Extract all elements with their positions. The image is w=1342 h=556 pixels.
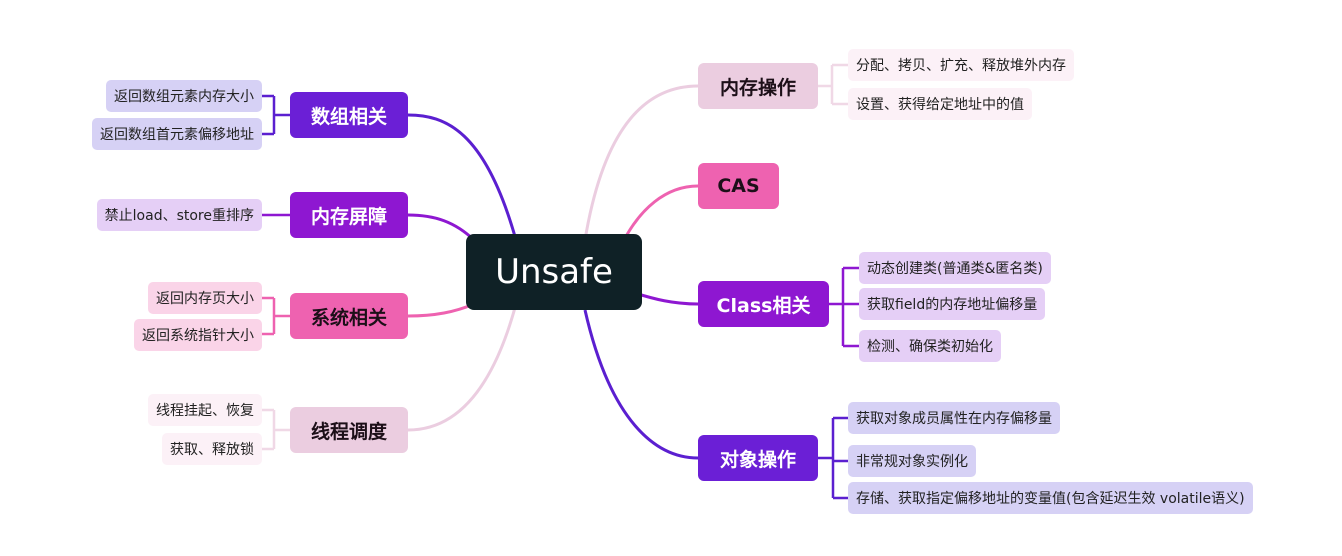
leaf-object-field-offset[interactable]: 获取对象成员属性在内存偏移量	[848, 402, 1060, 434]
branch-class[interactable]: Class相关	[698, 281, 829, 327]
bracket-array	[262, 94, 290, 136]
leaf-ensure-init[interactable]: 检测、确保类初始化	[859, 330, 1001, 362]
leaf-lock[interactable]: 获取、释放锁	[162, 433, 262, 465]
leaf-field-offset[interactable]: 获取field的内存地址偏移量	[859, 288, 1046, 320]
bracket-thread	[262, 408, 290, 451]
leaf-array-element-size[interactable]: 返回数组元素内存大小	[106, 80, 262, 112]
branch-memory-barrier[interactable]: 内存屏障	[290, 192, 408, 238]
branch-thread[interactable]: 线程调度	[290, 407, 408, 453]
bracket-object	[818, 416, 848, 500]
branch-memory-ops[interactable]: 内存操作	[698, 63, 818, 109]
link-center-thread	[407, 303, 518, 432]
leaf-offheap-memory[interactable]: 分配、拷贝、扩充、释放堆外内存	[848, 49, 1074, 81]
bracket-system	[262, 296, 290, 336]
leaf-barrier-reorder[interactable]: 禁止load、store重排序	[96, 199, 262, 231]
link-center-cas	[622, 184, 699, 241]
link-center-object	[583, 309, 699, 460]
branch-object-ops[interactable]: 对象操作	[698, 435, 818, 481]
bracket-memory	[818, 63, 848, 106]
bracket-class	[829, 266, 859, 348]
link-center-barrier	[407, 213, 476, 242]
leaf-volatile-access[interactable]: 存储、获取指定偏移地址的变量值(包含延迟生效 volatile语义)	[848, 482, 1253, 514]
link-center-system	[407, 302, 475, 318]
leaf-define-class[interactable]: 动态创建类(普通类&匿名类)	[859, 252, 1051, 284]
link-center-memory	[583, 84, 699, 241]
leaf-allocate-instance[interactable]: 非常规对象实例化	[848, 445, 976, 477]
branch-array[interactable]: 数组相关	[290, 92, 408, 138]
leaf-page-size[interactable]: 返回内存页大小	[148, 282, 262, 314]
root-node-unsafe[interactable]: Unsafe	[466, 234, 642, 310]
link-center-array	[407, 113, 518, 241]
leaf-address-value[interactable]: 设置、获得给定地址中的值	[848, 88, 1032, 120]
leaf-pointer-size[interactable]: 返回系统指针大小	[134, 319, 262, 351]
leaf-thread-park[interactable]: 线程挂起、恢复	[148, 394, 262, 426]
branch-cas[interactable]: CAS	[698, 163, 779, 209]
leaf-array-base-offset[interactable]: 返回数组首元素偏移地址	[92, 118, 262, 150]
branch-system[interactable]: 系统相关	[290, 293, 408, 339]
